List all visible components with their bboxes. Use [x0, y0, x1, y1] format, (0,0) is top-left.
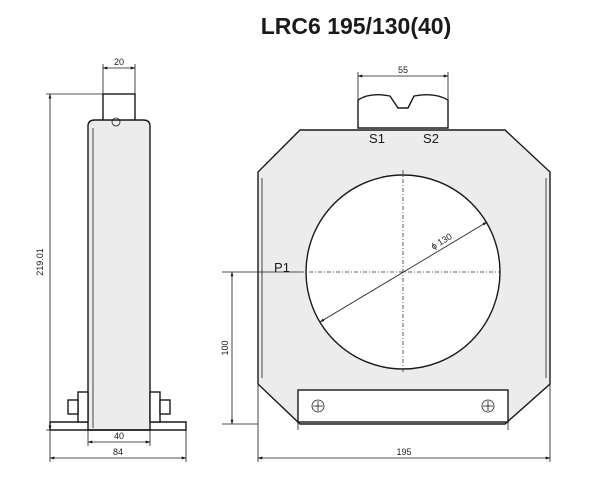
front-terminal-box: [357, 93, 449, 129]
dim-top-width: 20: [114, 57, 124, 67]
terminal-s1-label: S1: [369, 131, 385, 146]
dim-terminal-box-width: 55: [398, 65, 408, 75]
front-mounting-plate: [297, 389, 509, 423]
terminal-s2-label: S2: [423, 131, 439, 146]
dim-overall-width: 195: [396, 447, 411, 457]
side-bolt-right: [159, 399, 171, 415]
dim-center-height: 100: [220, 340, 230, 355]
side-terminal-box: [102, 93, 136, 123]
side-view: 20 219.01 40 84: [35, 57, 187, 462]
dim-inner-base: 40: [114, 431, 124, 441]
dim-overall-height: 219.01: [35, 248, 45, 276]
drawing-title: LRC6 195/130(40): [261, 13, 452, 39]
screw-left-icon: [311, 399, 325, 413]
side-body: [87, 119, 151, 431]
side-bolt-left: [67, 399, 79, 415]
side-bracket-right: [149, 391, 161, 423]
side-bracket-left: [77, 391, 89, 423]
dim-base-width: 84: [113, 447, 123, 457]
screw-right-icon: [481, 399, 495, 413]
primary-p1-label: P1: [274, 260, 290, 275]
front-view: ϕ 130 S1 S2 P1 55 100: [220, 65, 551, 462]
